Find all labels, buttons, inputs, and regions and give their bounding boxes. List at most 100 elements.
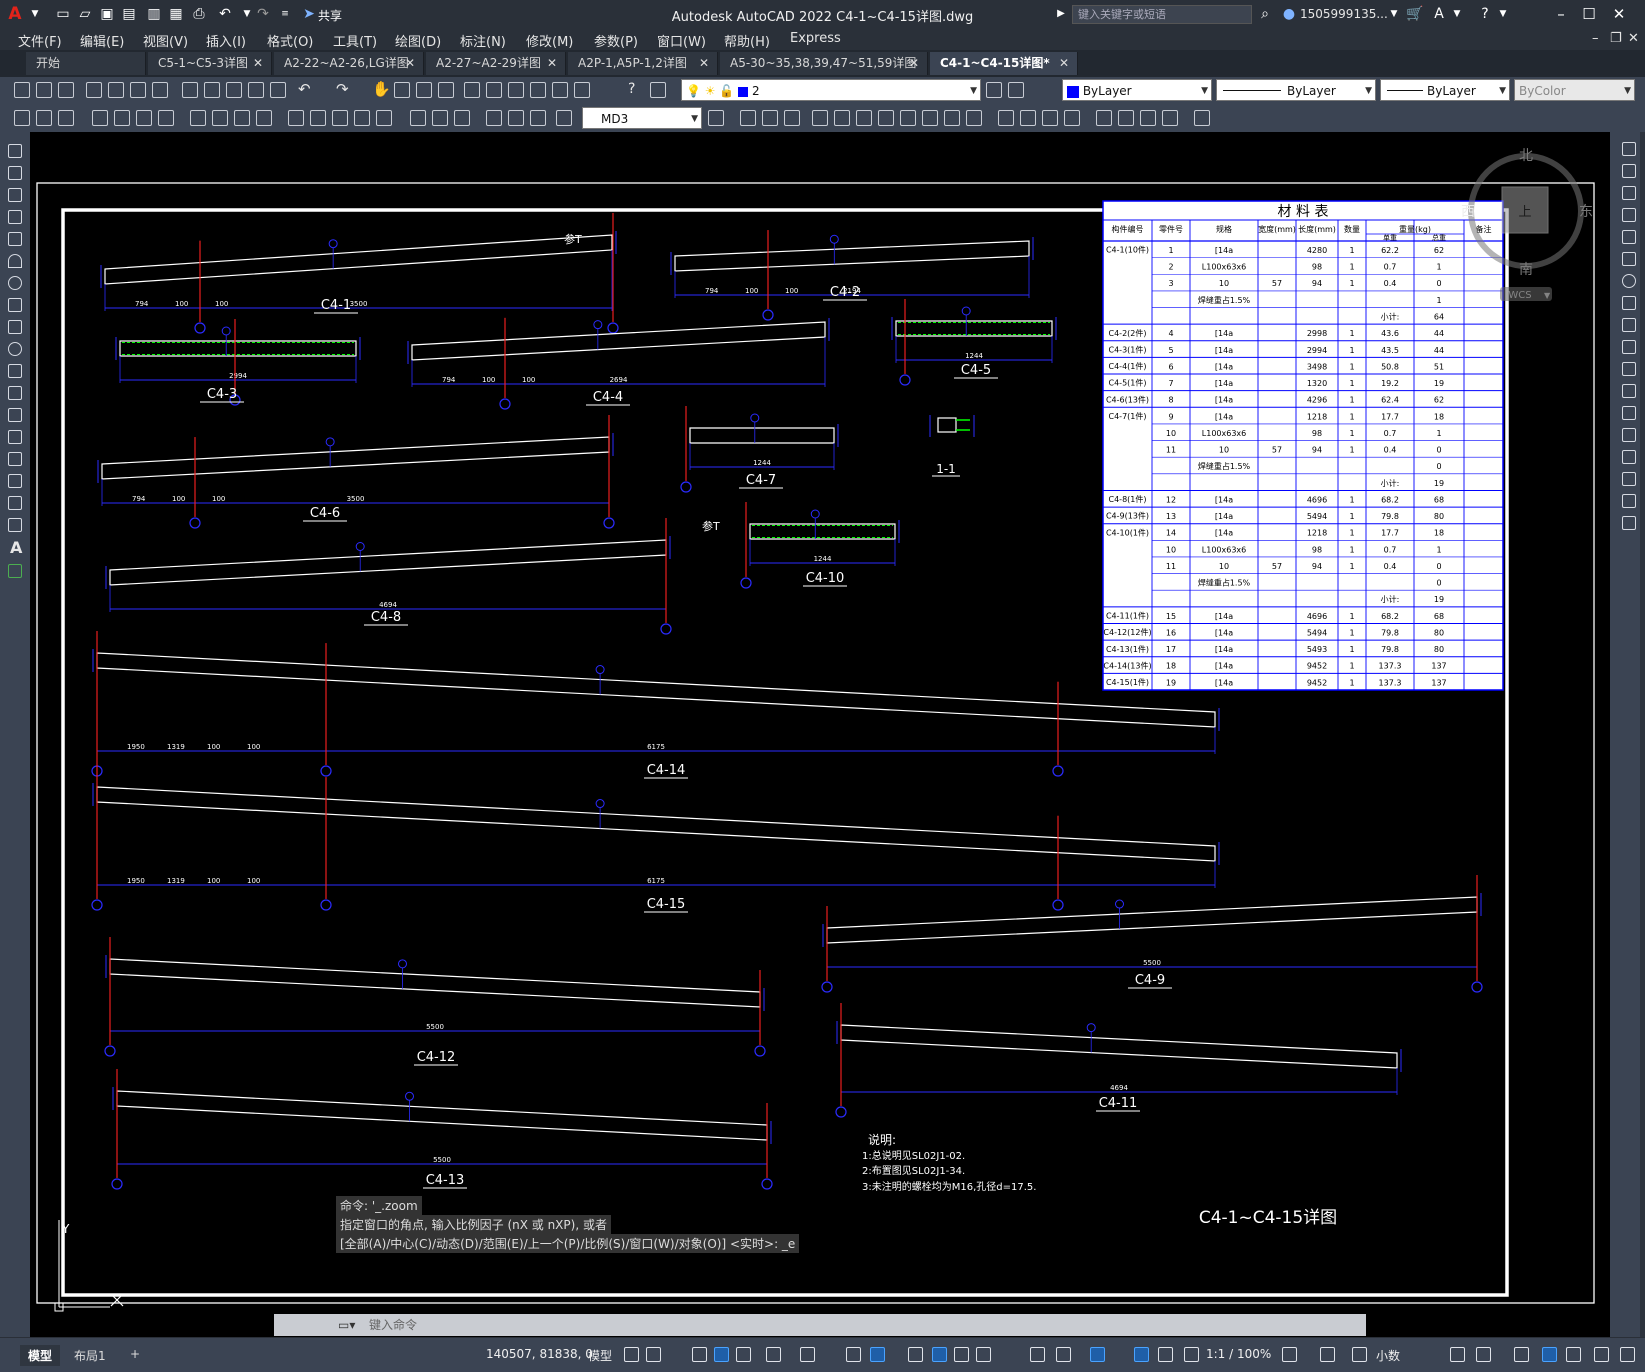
help-dropdown-icon[interactable]: ▼	[1499, 9, 1507, 19]
publish-icon[interactable]	[130, 82, 146, 98]
dynamic-input-icon[interactable]	[714, 1347, 729, 1362]
tab-model[interactable]: 模型	[20, 1345, 61, 1366]
undo-icon[interactable]: ↶	[298, 80, 311, 98]
selection-cycling-icon[interactable]	[954, 1347, 969, 1362]
wcs-dropdown-icon[interactable]: ▼	[1544, 291, 1551, 300]
viewcube[interactable]: 上 北 南 东 西 WCS ▼	[1461, 148, 1593, 301]
plotstyle-dropdown[interactable]: ByColor ▼	[1514, 79, 1635, 101]
tab-c5[interactable]: C5-1~C5-3详图✕	[148, 52, 272, 75]
undo-icon[interactable]: ↶	[219, 6, 231, 22]
menu-insert[interactable]: 插入(I)	[206, 35, 246, 50]
gizmo-icon[interactable]	[1090, 1347, 1105, 1362]
autocad-app-icon[interactable]: A	[8, 4, 22, 24]
quick-dim-icon[interactable]	[256, 110, 272, 126]
modify-erase-icon[interactable]	[878, 110, 894, 126]
extend-icon[interactable]	[1622, 362, 1636, 376]
inspection-icon[interactable]	[432, 110, 448, 126]
clean-screen-icon[interactable]	[1566, 1347, 1581, 1362]
undo-dropdown-icon[interactable]: ▼	[243, 9, 251, 19]
measure-icon[interactable]	[1194, 110, 1210, 126]
ellipse-arc-icon[interactable]	[8, 364, 22, 378]
mirror-icon[interactable]	[1622, 186, 1636, 200]
make-block-icon[interactable]	[8, 408, 22, 422]
modify-offset-icon[interactable]	[834, 110, 850, 126]
point-icon[interactable]	[8, 430, 22, 444]
circle-icon[interactable]	[8, 276, 22, 290]
tab-layout1[interactable]: 布局1	[74, 1349, 106, 1363]
tab-a2-27[interactable]: A2-27~A2-29详图✕	[426, 52, 566, 75]
infer-constraints-icon[interactable]	[692, 1347, 707, 1362]
markup-icon[interactable]	[552, 82, 568, 98]
ellipse-icon[interactable]	[8, 342, 22, 356]
zoom-window-icon[interactable]	[416, 82, 432, 98]
dim-arc-icon[interactable]	[92, 110, 108, 126]
polar-tracking-icon[interactable]	[766, 1347, 781, 1362]
dim-circle-icon[interactable]	[234, 110, 250, 126]
offset-icon[interactable]	[1622, 208, 1636, 222]
close-tab-icon[interactable]: ✕	[908, 56, 919, 70]
scale-icon[interactable]	[1622, 296, 1636, 310]
user-name[interactable]: 1505999135...	[1300, 7, 1388, 21]
make-current-layer-icon[interactable]	[986, 82, 1002, 98]
workspace-gear-icon[interactable]	[1282, 1347, 1297, 1362]
revision-cloud-icon[interactable]	[8, 298, 22, 312]
recent-commands-icon[interactable]: ▭▾	[338, 1318, 356, 1332]
tab-a5-30[interactable]: A5-30~35,38,39,47~51,59详图✕	[720, 52, 928, 75]
menu-parametric[interactable]: 参数(P)	[594, 35, 638, 50]
model-space-toggle[interactable]: 模型	[588, 1349, 613, 1363]
dim-space-icon[interactable]	[332, 110, 348, 126]
linetype-dropdown[interactable]: ByLayer ▼	[1216, 79, 1376, 101]
lock-ui-icon[interactable]	[1476, 1347, 1491, 1362]
dim-jogged-icon[interactable]	[158, 110, 174, 126]
modify-array-icon[interactable]	[856, 110, 872, 126]
tab-a2-22[interactable]: A2-22~A2-26,LG详图✕	[274, 52, 424, 75]
match-properties-icon[interactable]	[248, 82, 264, 98]
redo-icon[interactable]: ↷	[336, 80, 349, 98]
menu-file[interactable]: 文件(F)	[18, 35, 62, 50]
new-file-icon[interactable]: ▭	[56, 6, 70, 22]
tab-a2p[interactable]: A2P-1,A5P-1,2详图✕	[568, 52, 718, 75]
menu-format[interactable]: 格式(O)	[267, 35, 314, 50]
copy-icon[interactable]	[204, 82, 220, 98]
menu-tools[interactable]: 工具(T)	[333, 35, 378, 50]
user-icon[interactable]: ●	[1282, 6, 1296, 22]
dim-angular-icon[interactable]	[212, 110, 228, 126]
dim-edit-icon[interactable]	[486, 110, 502, 126]
search-input[interactable]: 键入关键字或短语	[1072, 5, 1252, 24]
region-icon[interactable]	[8, 496, 22, 510]
menu-view[interactable]: 视图(V)	[143, 35, 189, 50]
stretch-icon[interactable]	[1622, 318, 1636, 332]
close-button[interactable]: ✕	[1612, 5, 1626, 23]
sheet-set-icon[interactable]	[530, 82, 546, 98]
menu-express[interactable]: Express	[790, 31, 841, 46]
dim-style-icon[interactable]	[14, 110, 30, 126]
dimstyle-dropdown[interactable]: MD3 ▼	[582, 107, 702, 129]
modify-explode-icon[interactable]	[1042, 110, 1058, 126]
modify-stretch-icon[interactable]	[784, 110, 800, 126]
minimize-button[interactable]: –	[1557, 5, 1565, 23]
modify-rotate-icon[interactable]	[900, 110, 916, 126]
maximize-button[interactable]: ☐	[1582, 5, 1596, 23]
plot-icon[interactable]	[86, 82, 102, 98]
quick-properties-icon[interactable]	[1450, 1347, 1465, 1362]
redo-icon[interactable]: ↷	[257, 6, 269, 22]
jogged-linear-icon[interactable]	[454, 110, 470, 126]
dim-override-icon[interactable]	[556, 110, 572, 126]
viewcube-north[interactable]: 北	[1519, 148, 1533, 164]
tab-start[interactable]: 开始	[26, 52, 146, 75]
chamfer-icon[interactable]	[1622, 450, 1636, 464]
viewcube-top[interactable]: 上	[1518, 205, 1531, 220]
modify-copy-icon[interactable]	[762, 110, 778, 126]
dim-radius-icon[interactable]	[136, 110, 152, 126]
gradient-icon[interactable]	[8, 474, 22, 488]
add-selected-icon[interactable]	[8, 564, 22, 578]
grid-icon[interactable]	[624, 1347, 639, 1362]
menu-modify[interactable]: 修改(M)	[526, 35, 574, 50]
graphics-performance-icon[interactable]	[1542, 1347, 1557, 1362]
